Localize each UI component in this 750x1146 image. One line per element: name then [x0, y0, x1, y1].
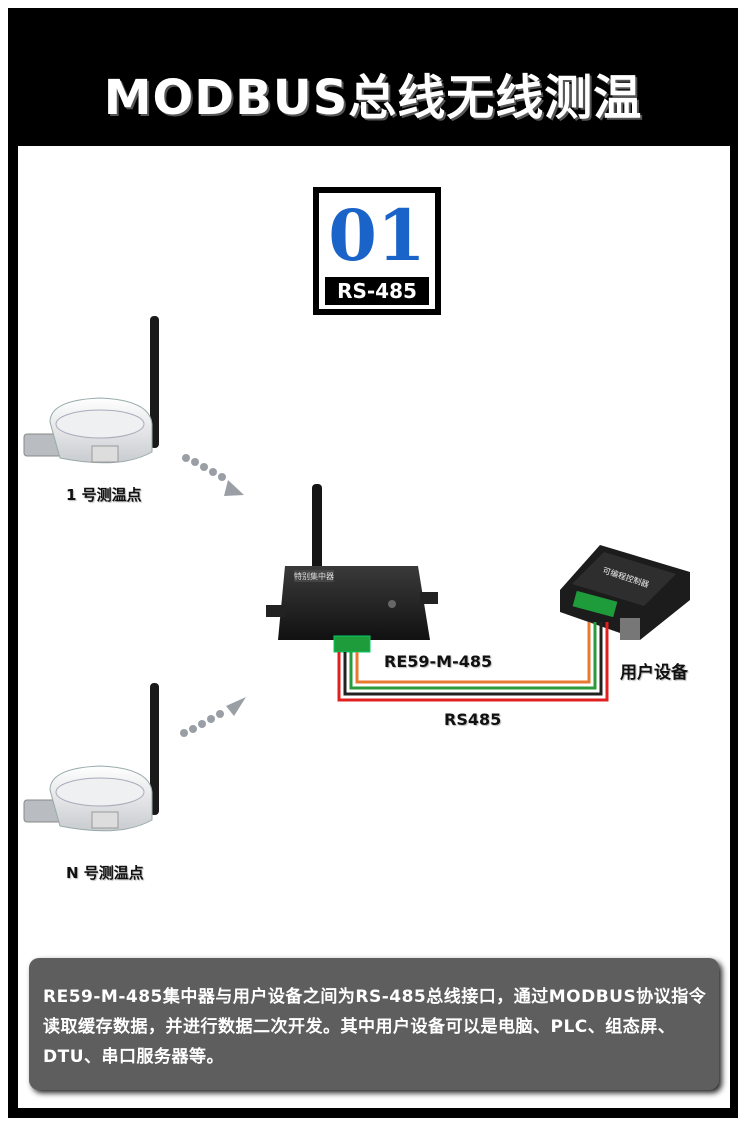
sensor-1-device — [23, 316, 159, 464]
sensor-n-label: N 号测温点 — [66, 864, 144, 882]
protocol-badge: 01 RS-485 — [313, 187, 441, 315]
concentrator-screen-label: 特别集中器 — [294, 571, 334, 581]
sensor-n-device — [23, 683, 159, 832]
controller-device — [560, 545, 690, 640]
wireless-arrow-1 — [182, 454, 244, 496]
rs485-wires — [337, 622, 609, 702]
badge-number: 01 — [328, 194, 426, 277]
wireless-arrow-n — [180, 697, 246, 737]
user-device-label: 用户设备 — [620, 663, 688, 683]
concentrator-device — [266, 484, 438, 653]
sensor-1-label: 1 号测温点 — [66, 486, 142, 504]
badge-protocol: RS-485 — [325, 277, 429, 305]
description-panel: RE59-M-485集中器与用户设备之间为RS-485总线接口，通过MODBUS… — [29, 958, 719, 1090]
concentrator-label: RE59-M-485 — [384, 652, 493, 671]
description-text: RE59-M-485集中器与用户设备之间为RS-485总线接口，通过MODBUS… — [43, 987, 707, 1067]
rs485-label: RS485 — [444, 710, 502, 729]
page-title: MODBUS总线无线测温 — [103, 70, 643, 126]
